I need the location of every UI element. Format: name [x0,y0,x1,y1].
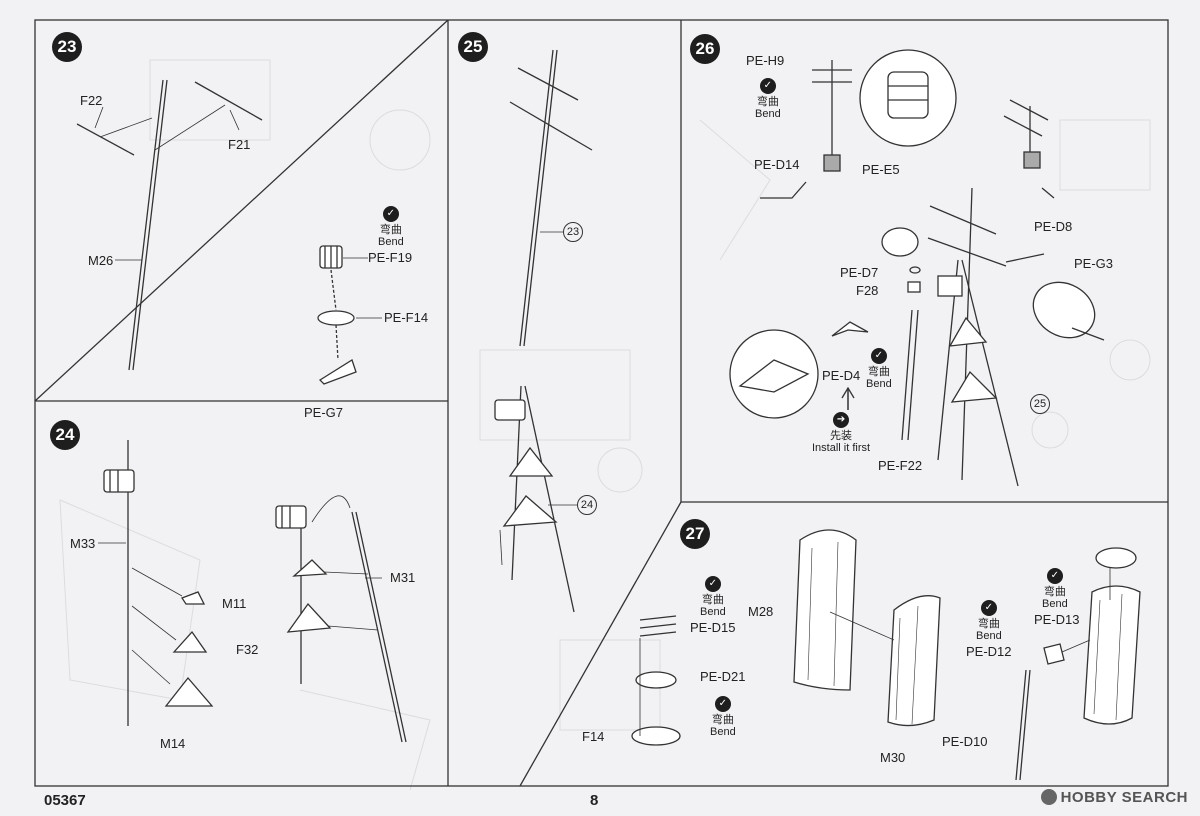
part-m26-mast [128,79,168,371]
bend-note-step27-pe-d13: ✓ 弯曲 Bend [1042,568,1068,610]
bend-en: Bend [710,726,736,738]
part-label-pe-f22: PE-F22 [878,458,923,473]
bend-icon: ✓ [870,348,887,364]
bend-zh: 弯曲 [867,366,890,378]
step27-parts [631,529,1141,781]
part-label-m14: M14 [160,736,186,751]
bend-en: Bend [755,108,781,120]
part-label-pe-d8: PE-D8 [1034,219,1073,234]
part-label-pe-f14: PE-F14 [384,310,429,325]
part-label-pe-f19: PE-F19 [368,250,413,265]
step26-parts [729,49,1105,487]
bend-icon: ✓ [382,206,399,222]
bend-icon: ✓ [1046,568,1063,584]
part-label-pe-d7: PE-D7 [840,265,879,280]
part-label-m28: M28 [748,604,774,619]
bend-en: Bend [866,378,892,390]
part-f21-yard [194,81,263,121]
part-label-m31: M31 [390,570,416,585]
bend-zh: 弯曲 [711,714,734,726]
bend-zh: 弯曲 [756,96,779,108]
bend-note-step26-pe-d4: ✓ 弯曲 Bend [866,348,892,390]
bend-en: Bend [700,606,726,618]
part-label-pe-d15: PE-D15 [690,620,736,635]
part-label-pe-e5: PE-E5 [862,162,900,177]
step25-parts [494,49,593,613]
part-label-pe-h9: PE-H9 [746,53,785,68]
bend-zh: 弯曲 [977,618,1000,630]
bend-note-step27-top: ✓ 弯曲 Bend [700,576,726,618]
step23-parts [76,79,382,385]
install-first-icon: ➔ [833,412,850,428]
bend-note-step26-top: ✓ 弯曲 Bend [755,78,781,120]
background-ghost-drawing [59,59,1151,791]
watermark: HOBBY SEARCH [1040,789,1188,806]
ref-step-23: 23 [563,222,583,242]
bend-en: Bend [1042,598,1068,610]
install-first-note: ➔ 先装 Install it first [812,412,870,454]
bend-note-step23: ✓ 弯曲 Bend [378,206,404,248]
part-pe-f14 [317,310,355,326]
step24-parts [98,440,407,743]
part-label-m30: M30 [880,750,906,765]
part-label-m26: M26 [88,253,114,268]
part-f22-yard [76,123,135,156]
part-label-f28: F28 [856,283,879,298]
part-label-f21: F21 [228,137,251,152]
step-number-26: 26 [690,34,720,64]
bend-icon: ✓ [714,696,731,712]
step-number-25: 25 [458,32,488,62]
step-number-23: 23 [52,32,82,62]
part-label-m33: M33 [70,536,96,551]
page-number: 8 [590,792,599,809]
watermark-text: HOBBY SEARCH [1060,789,1188,806]
part-pe-g7 [318,359,357,385]
part-pe-f19 [319,245,343,269]
step-number-24: 24 [50,420,80,450]
product-code: 05367 [44,792,86,809]
part-label-pe-d14: PE-D14 [754,157,800,172]
part-label-f22: F22 [80,93,103,108]
bend-icon: ✓ [980,600,997,616]
install-first-zh: 先装 [830,430,853,442]
part-label-pe-g7: PE-G7 [304,405,344,420]
bend-icon: ✓ [704,576,721,592]
ref-step-24: 24 [577,495,597,515]
bend-zh: 弯曲 [379,224,402,236]
part-label-pe-d12: PE-D12 [966,644,1012,659]
bend-zh: 弯曲 [1043,586,1066,598]
part-label-m11: M11 [222,596,247,611]
part-label-f14: F14 [582,729,605,744]
bend-zh: 弯曲 [701,594,724,606]
install-first-en: Install it first [812,442,871,454]
bend-note-step27-bottom: ✓ 弯曲 Bend [710,696,736,738]
bend-note-step27-pe-d12: ✓ 弯曲 Bend [976,600,1002,642]
part-label-pe-d4: PE-D4 [822,368,861,383]
part-label-f32: F32 [236,642,259,657]
panel-frames [34,19,1169,787]
bend-icon: ✓ [759,78,776,94]
watermark-logo-icon [1040,789,1057,805]
part-label-pe-g3: PE-G3 [1074,256,1114,271]
part-label-pe-d21: PE-D21 [700,669,746,684]
bend-en: Bend [378,236,404,248]
ref-step-25: 25 [1030,394,1050,414]
part-label-pe-d13: PE-D13 [1034,612,1080,627]
part-label-pe-d10: PE-D10 [942,734,988,749]
step-number-27: 27 [680,519,710,549]
bend-en: Bend [976,630,1002,642]
